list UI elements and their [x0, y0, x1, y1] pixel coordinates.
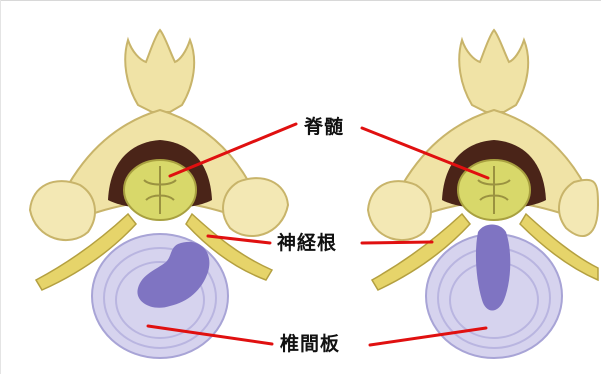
- right-spinous-process: [459, 30, 528, 112]
- left-transverse-process-l: [30, 181, 95, 240]
- label-nerve-root: 神経根: [273, 231, 341, 255]
- left-spinous-process: [125, 30, 194, 112]
- label-intervertebral-disc: 椎間板: [276, 332, 344, 356]
- left-vertebra: [30, 30, 288, 358]
- leader-root-right: [362, 242, 432, 243]
- label-spinal-cord: 脊髄: [300, 115, 348, 139]
- right-transverse-process-l: [368, 181, 431, 240]
- left-transverse-process-r: [223, 178, 288, 236]
- right-vertebra: [368, 30, 598, 358]
